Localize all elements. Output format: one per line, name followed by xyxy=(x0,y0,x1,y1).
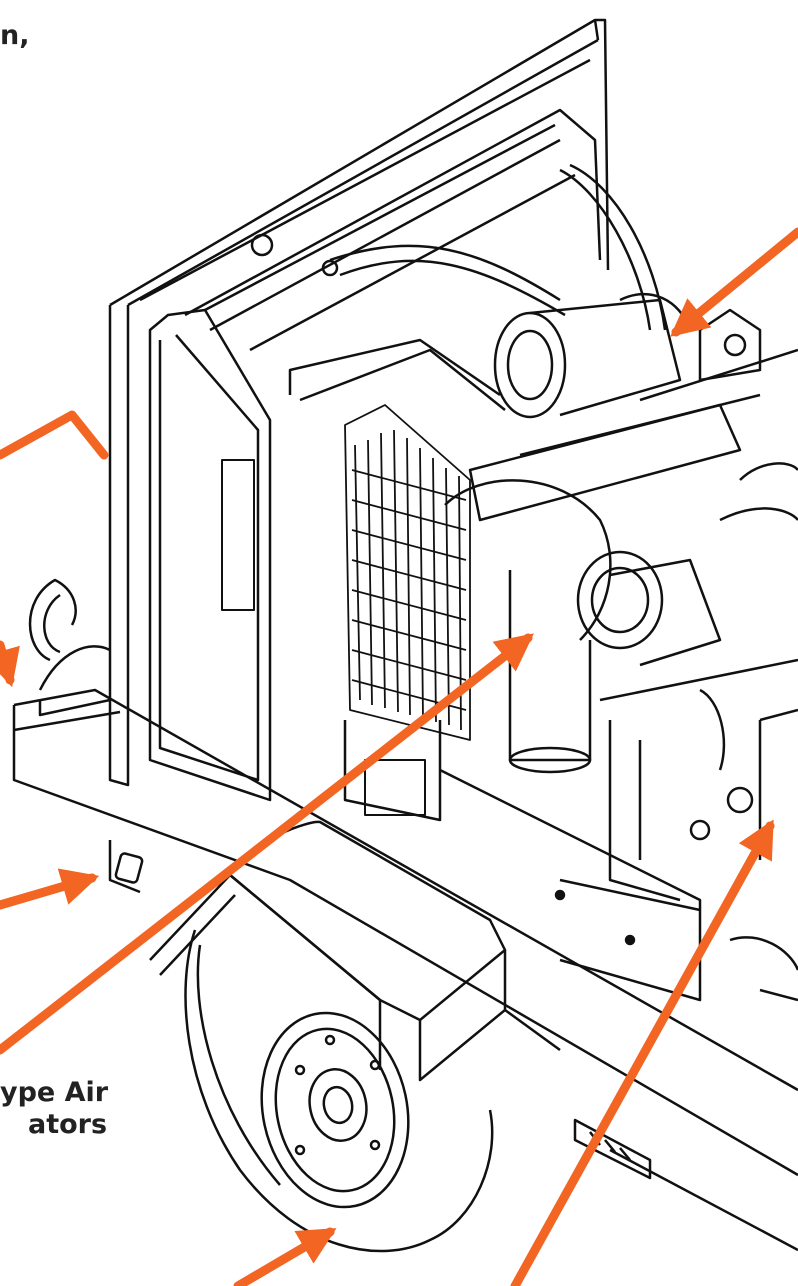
callout-label-bottom-line1: ype Air xyxy=(0,1077,109,1108)
arrow-icon xyxy=(0,640,20,688)
arrow-icon xyxy=(0,410,109,460)
hoses xyxy=(250,163,667,411)
air-cleaner xyxy=(493,292,692,419)
arrow-icon xyxy=(233,1227,337,1286)
lower-panels xyxy=(343,720,798,1002)
arrow-icon xyxy=(0,633,534,1055)
radiator-panel xyxy=(148,108,602,802)
callout-label-bottom-line2: ators xyxy=(28,1109,108,1140)
callout-label-bottom: ype Air ators xyxy=(0,1077,108,1141)
wheel xyxy=(184,929,494,1253)
arrow-icon xyxy=(510,819,775,1286)
fender xyxy=(149,820,561,1082)
callout-arrows xyxy=(0,227,798,1286)
machine-drawing xyxy=(12,18,798,1253)
engine-block xyxy=(599,308,798,902)
fan-guard xyxy=(344,404,471,741)
intake-elbow xyxy=(444,393,761,774)
skid-base xyxy=(12,688,798,1252)
callout-label-top-text: n, xyxy=(0,20,30,51)
lifting-handle xyxy=(28,578,111,691)
lifting-frame xyxy=(108,18,610,787)
callout-label-top: n, xyxy=(0,20,29,52)
arrow-icon xyxy=(670,227,798,337)
arrow-icon xyxy=(0,868,100,910)
